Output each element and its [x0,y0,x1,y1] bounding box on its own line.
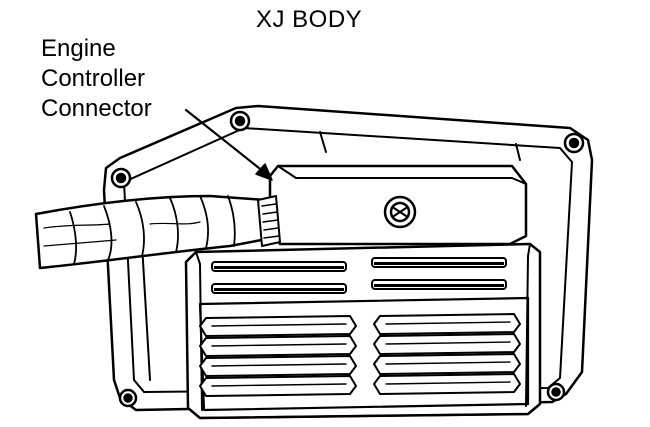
callout-leader-line [184,108,266,174]
right-louver-bank [373,313,521,395]
module-screw-icon [383,195,417,229]
grille-panel [198,296,530,412]
right-louver-lines [385,321,511,385]
harness-wire-strands [43,221,201,247]
callout-arrowhead [255,163,273,181]
cover-right-edge [525,243,531,407]
callout-line-1: Engine [41,35,116,62]
connector-callout-label: Engine Controller Connector [41,34,152,124]
bolt-icon-top-left [110,167,132,189]
bolt-icon-top-center [229,110,251,132]
bolt-icon-bottom-right [546,382,566,402]
bolt-icon-bottom-left [118,388,138,408]
harness-tape-wraps [69,195,236,265]
cover-base-lip [186,402,542,420]
callout-line-2: Controller [41,65,146,92]
bolt-icon-top-right [563,132,585,154]
left-louver-bank [199,315,357,397]
connector-plug-ribs [261,203,280,239]
diagram-title: XJ BODY [256,6,363,33]
callout-line-3: Connector [41,95,152,122]
controller-module-top-edge [277,165,527,185]
upper-vent-shading [214,262,504,291]
bracket-inner-rim [123,127,573,393]
left-louver-lines [211,323,347,387]
